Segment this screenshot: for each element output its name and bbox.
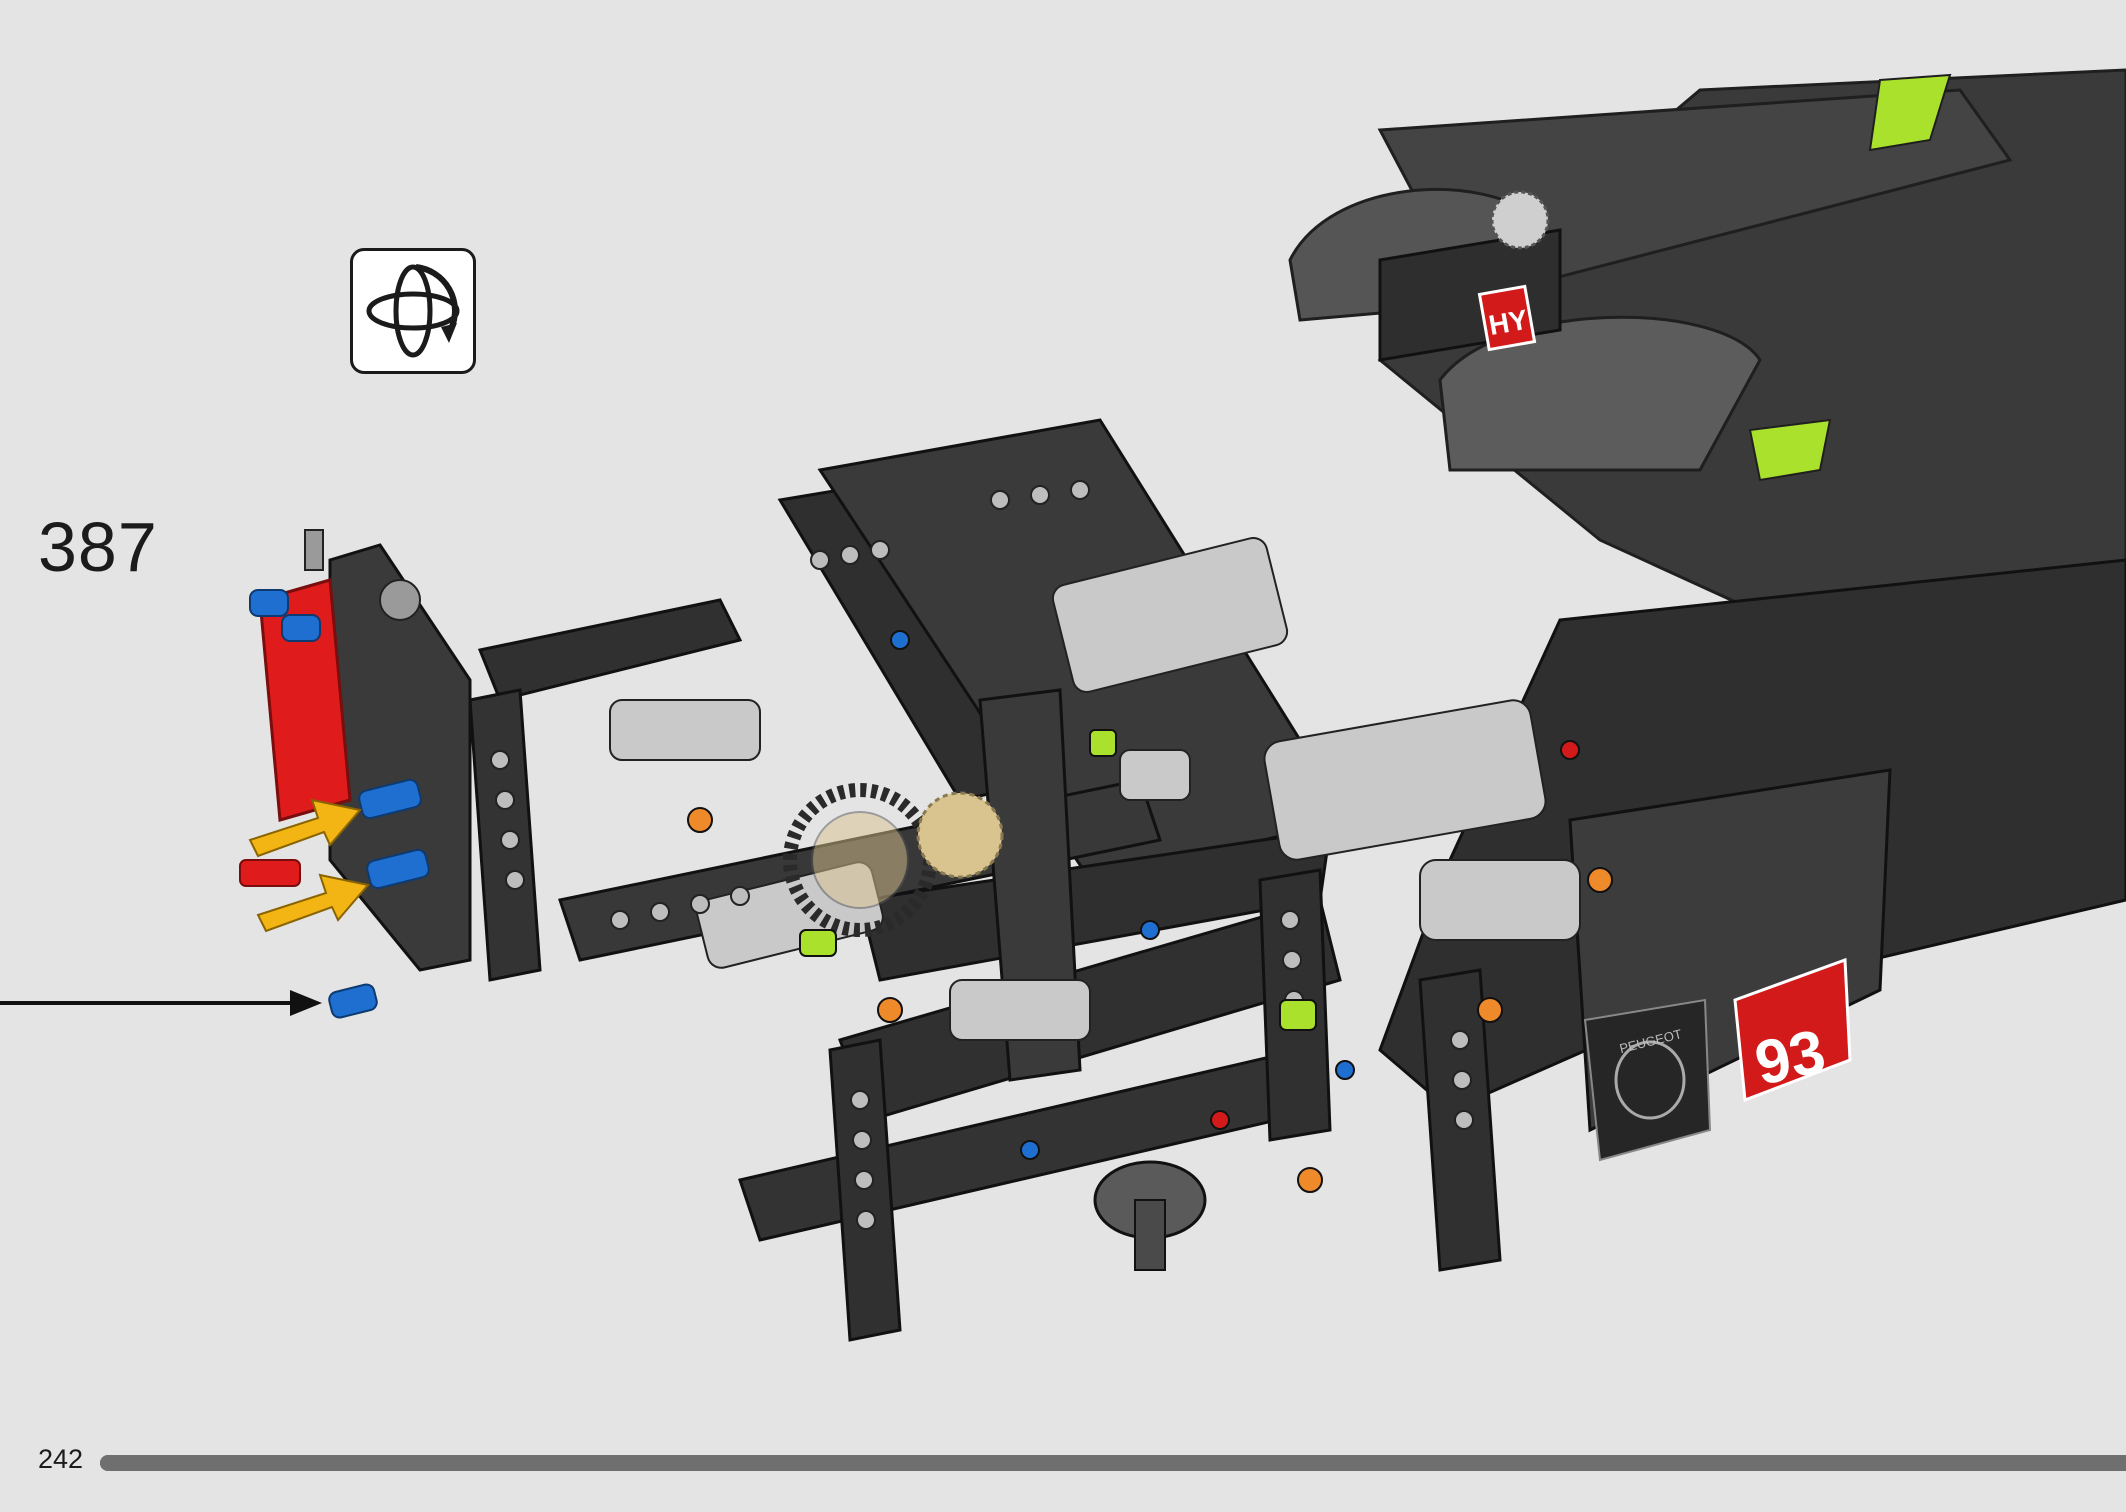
new-part-assembly <box>239 529 472 1019</box>
output-hub <box>1093 1160 1207 1271</box>
rotate-model-icon <box>350 248 476 374</box>
peugeot-logo: PEUGEOT <box>1583 998 1712 1162</box>
svg-text:HY: HY <box>1486 304 1530 341</box>
gear-parts <box>783 190 1550 937</box>
race-number-decal: 93 <box>1733 957 1852 1103</box>
insert-arrow-icon <box>248 798 370 933</box>
progress-bar <box>100 1455 2126 1471</box>
step-number: 387 <box>38 508 158 586</box>
hy-badge: HY <box>1477 284 1537 352</box>
progress-bar-fill <box>100 1455 2126 1471</box>
callout-line <box>0 990 322 1016</box>
page-number: 242 <box>38 1444 84 1474</box>
svg-text:93: 93 <box>1749 1017 1831 1099</box>
